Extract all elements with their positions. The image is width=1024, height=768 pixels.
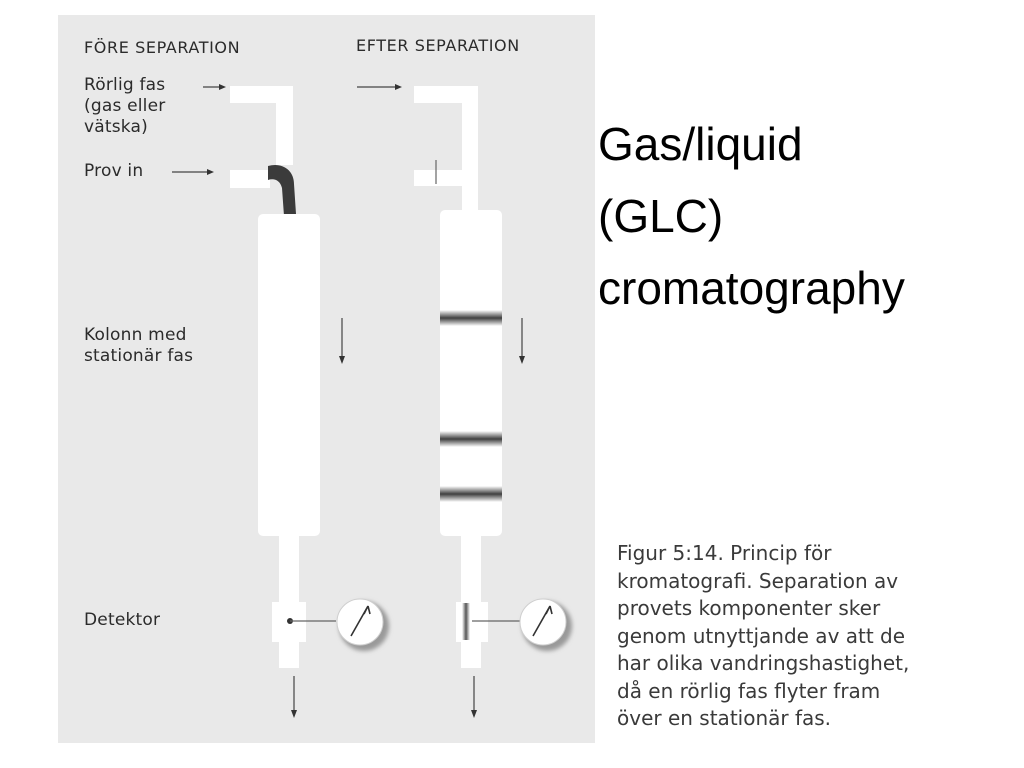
header-after-separation: EFTER SEPARATION	[356, 36, 520, 55]
mobile-phase-tube	[230, 86, 293, 165]
slide-title-line: cromatography	[598, 262, 905, 314]
caption-line: kromatografi. Separation av	[617, 568, 899, 593]
label-column-line: stationär fas	[84, 346, 194, 366]
outlet-tube-after	[461, 640, 481, 668]
sample-in-arrow-icon	[172, 169, 214, 175]
outlet-tube-before	[279, 640, 299, 668]
label-detector: Detektor	[84, 610, 161, 630]
figure-caption: Figur 5:14. Princip för kromatografi. Se…	[617, 540, 947, 733]
header-before-separation: FÖRE SEPARATION	[84, 38, 241, 57]
column-to-detector-tube	[279, 536, 299, 606]
component-band-2	[440, 431, 502, 447]
caption-line: Figur 5:14. Princip för	[617, 541, 832, 565]
apparatus-after	[357, 84, 572, 718]
figure-panel	[58, 15, 595, 743]
column-after	[440, 210, 502, 536]
caption-line: genom utnyttjande av att de	[617, 623, 906, 648]
outlet-down-arrow-icon	[291, 676, 297, 718]
mobile-phase-tube-after	[414, 86, 478, 176]
caption-line: provets komponenter sker	[617, 596, 881, 620]
label-mobile-phase-line: (gas eller	[84, 96, 166, 116]
caption-line: över en stationär fas.	[617, 706, 832, 730]
mobile-phase-arrow-icon	[203, 84, 226, 90]
slide-title-line: (GLC)	[598, 190, 724, 242]
detector-block-after	[456, 602, 488, 642]
column-before	[258, 214, 320, 536]
flow-down-arrow-after-icon	[519, 318, 525, 364]
component-band-1	[440, 310, 502, 326]
label-column: Kolonn med stationär fas	[84, 325, 193, 367]
caption-line: då en rörlig fas flyter fram	[617, 678, 881, 703]
gauge-before	[336, 598, 389, 651]
gauge-after	[519, 598, 572, 651]
sample-inlet-tube	[230, 170, 270, 188]
label-mobile-phase-line: Rörlig fas	[84, 75, 166, 95]
label-mobile-phase-line: vätska)	[84, 117, 148, 137]
apparatus-before	[172, 84, 389, 718]
detector-band	[462, 603, 470, 641]
label-sample-in: Prov in	[84, 161, 144, 181]
slide-title-line: Gas/liquid	[598, 118, 803, 170]
sample-plug	[268, 164, 296, 216]
flow-down-arrow-icon	[339, 318, 345, 364]
label-mobile-phase: Rörlig fas (gas eller vätska)	[84, 75, 165, 138]
mobile-phase-arrow-after-icon	[357, 84, 402, 90]
label-column-line: Kolonn med	[84, 325, 187, 345]
sample-inlet-tube-after	[414, 170, 462, 186]
caption-line: har olika vandringshastighet,	[617, 651, 910, 675]
outlet-down-arrow-after-icon	[471, 676, 477, 718]
slide-title: Gas/liquid (GLC) cromatography	[598, 108, 1008, 324]
component-band-3	[440, 486, 502, 502]
